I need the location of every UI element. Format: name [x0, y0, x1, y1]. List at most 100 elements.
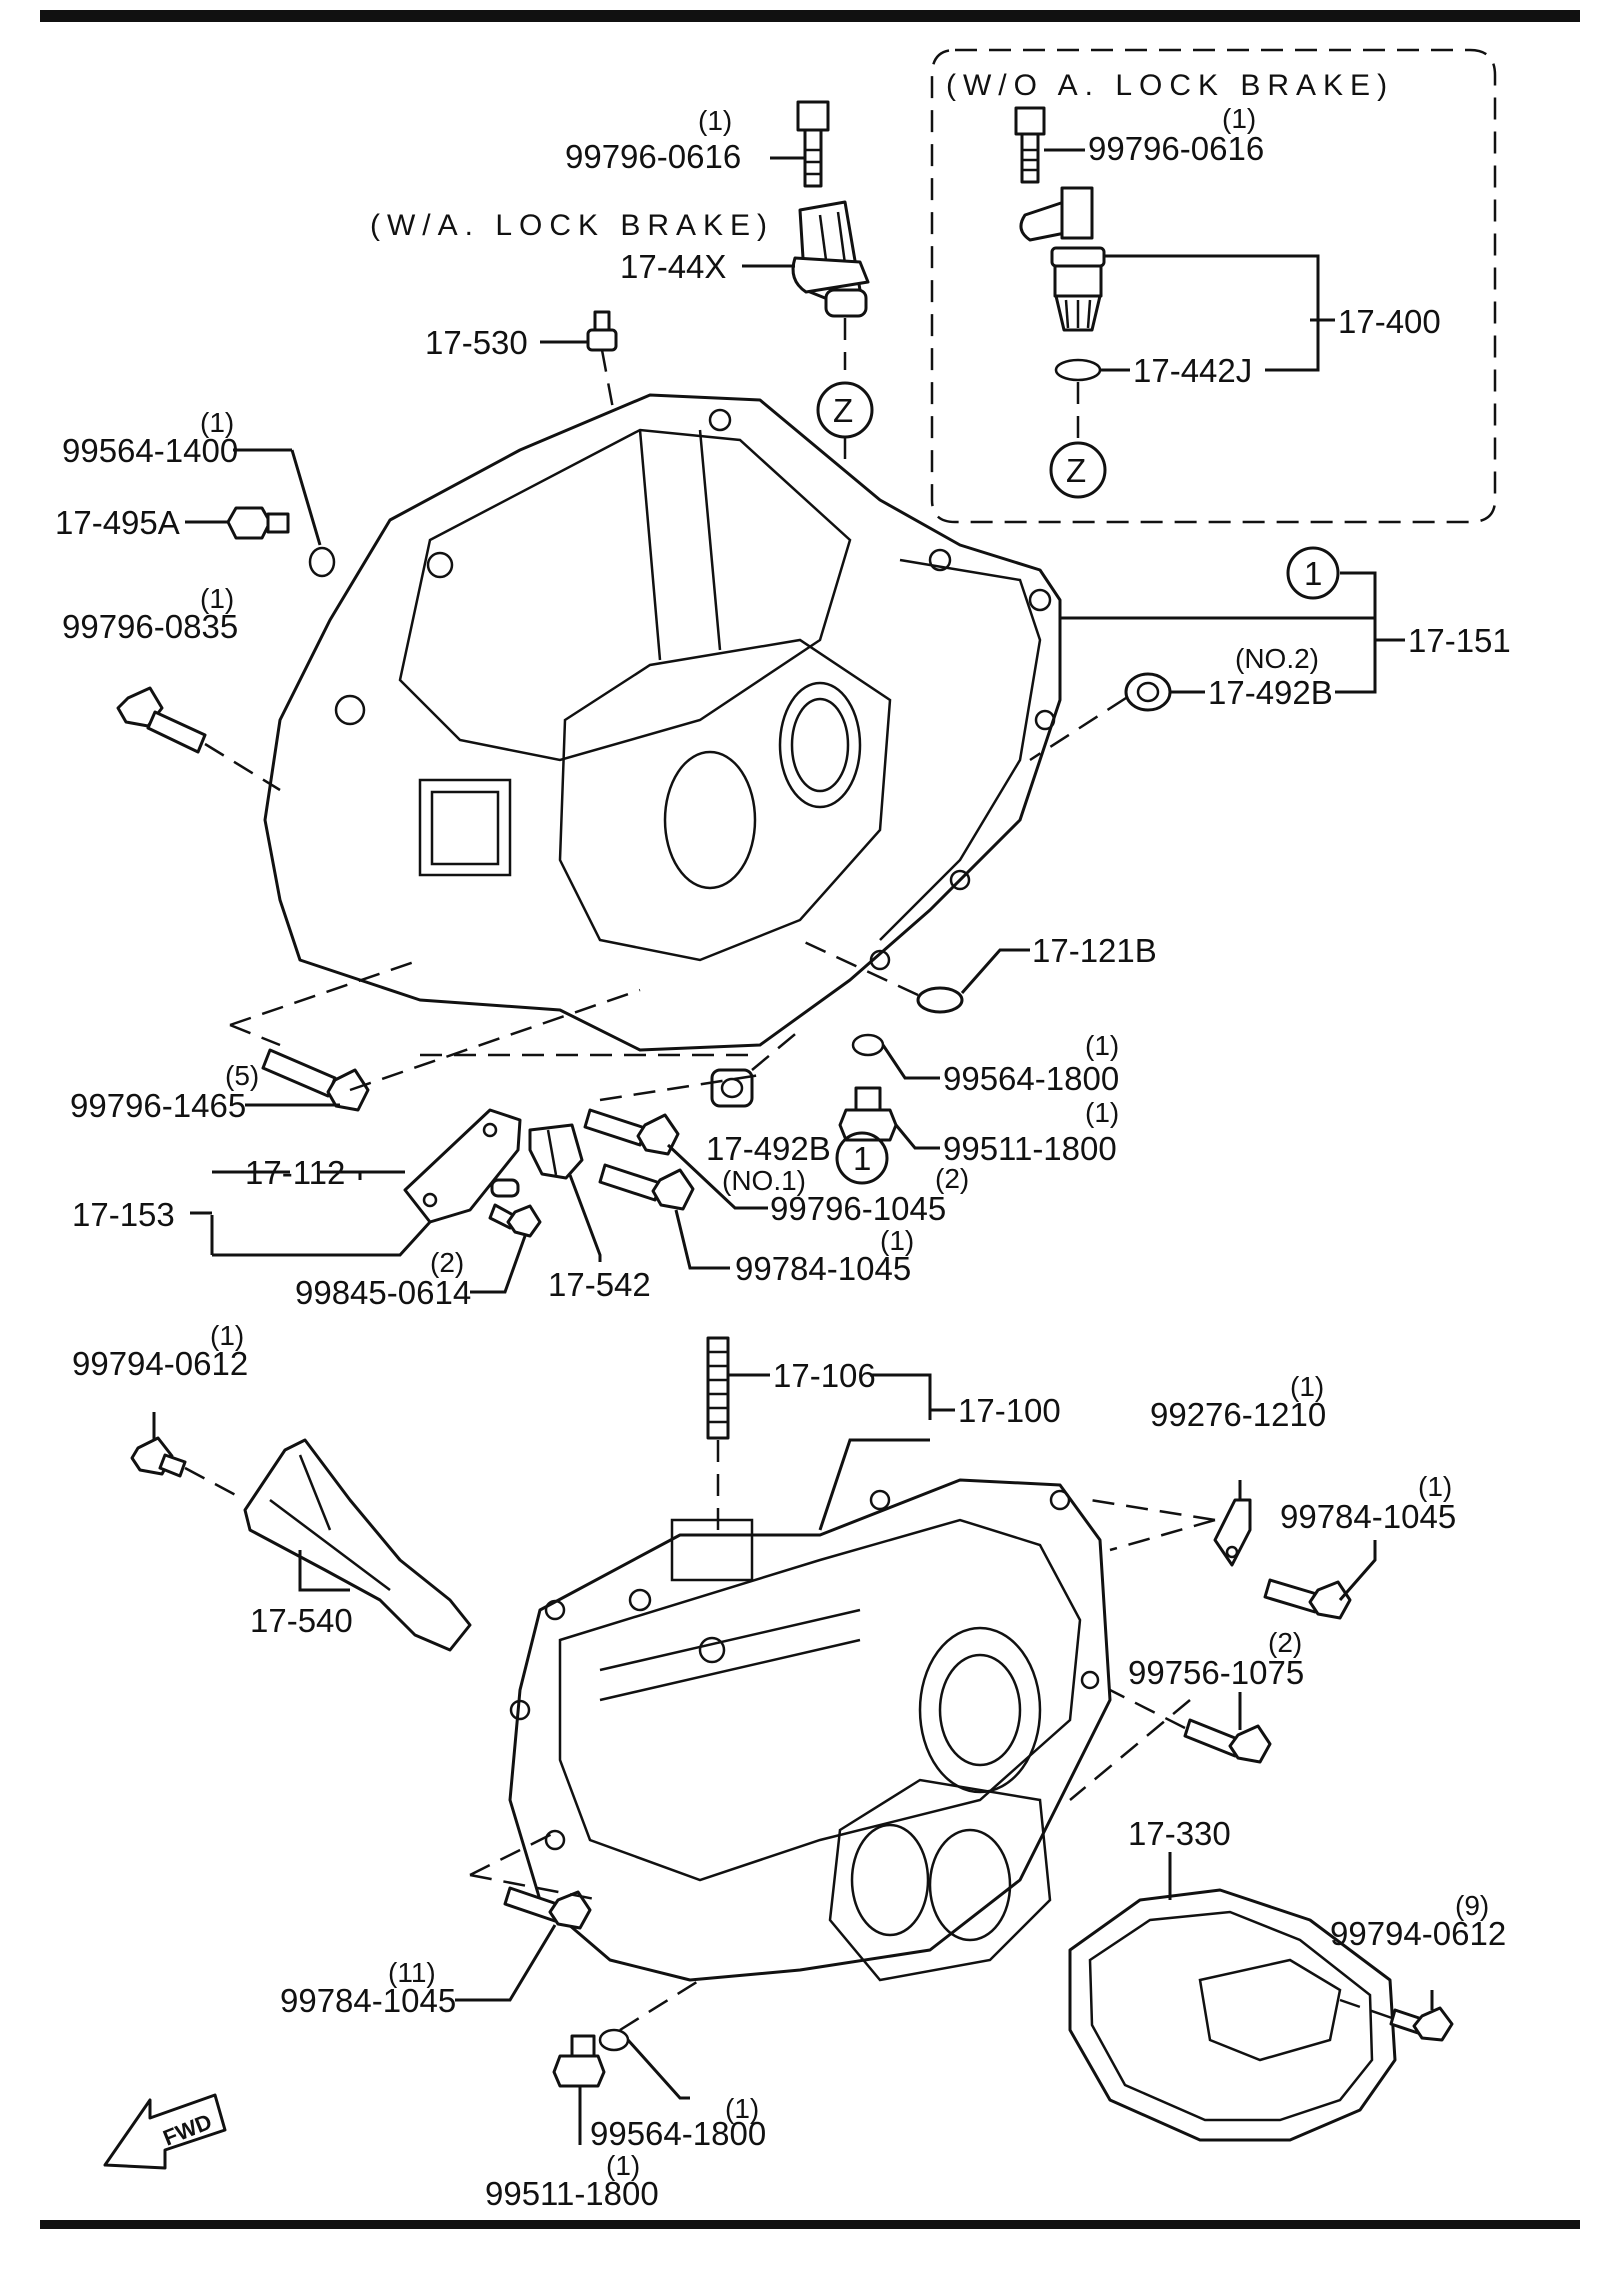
inset-bolt: [1014, 106, 1046, 184]
mid-bolt-1075: [1183, 1718, 1272, 1764]
cover-bolt: [1389, 2006, 1454, 2042]
case-plug-label: 99511-1800: [485, 2175, 659, 2212]
housing-ref-num: 1: [1304, 555, 1322, 592]
bottom-border: [40, 2220, 1580, 2229]
fwd-arrow-icon: FWD: [103, 2093, 227, 2170]
drain-plug-label: 99511-1800: [943, 1130, 1117, 1167]
housing-ref-circle: [1286, 546, 1340, 600]
top-sensor-label: 17-44X: [620, 248, 726, 285]
bracket-clip-label: 17-542: [548, 1266, 651, 1303]
seal-no2: [1124, 672, 1172, 712]
hook-qty: (1): [1290, 1371, 1324, 1402]
bracket-bolt2-qty: (1): [880, 1225, 914, 1256]
left-washer-qty: (1): [200, 407, 234, 438]
stud: [706, 1336, 730, 1440]
case-washer-label: 99564-1800: [590, 2115, 766, 2152]
left-bolt-qty: (1): [200, 583, 234, 614]
drain-washer-label: 99564-1800: [943, 1060, 1119, 1097]
shield-bolt: [130, 1436, 187, 1478]
case-bolt-1045: [503, 1886, 592, 1930]
case-washer-qty: (1): [725, 2093, 759, 2124]
case-bolt-label: 99784-1045: [280, 1982, 456, 2019]
shield-bolt-qty: (1): [210, 1320, 244, 1351]
drain-plug: [838, 1086, 898, 1142]
bracket-bolt-0614: [488, 1203, 542, 1238]
bracket-bolt-1045-b: [598, 1163, 695, 1211]
bracket-bolt1-label: 99796-1045: [770, 1190, 946, 1227]
transmission-case: [508, 1478, 1112, 1982]
left-plug: [226, 506, 290, 540]
bracket-clip: [528, 1123, 584, 1180]
top-sensor-group: (1) 99796-0616 (W/A. LOCK BRAKE) 17-44X …: [370, 100, 874, 661]
top-note: (W/A. LOCK BRAKE): [370, 209, 774, 242]
shield-label: 17-540: [250, 1602, 353, 1639]
drain-washer: [851, 1033, 885, 1057]
bracket-assy-label: 17-153: [72, 1196, 175, 1233]
inset-o-ring-label: 17-442J: [1133, 352, 1252, 389]
magnet: [916, 986, 964, 1014]
inset-ref-circle: [1049, 441, 1107, 499]
clutch-housing: [263, 393, 1062, 1052]
bracket-bolt3-qty: (2): [430, 1247, 464, 1278]
right-bolt-1045: [1263, 1578, 1352, 1620]
housing-lower-bolt: [261, 1048, 370, 1112]
mid-bolt-label: 99756-1075: [1128, 1654, 1304, 1691]
cover-bolt-qty: (9): [1455, 1890, 1489, 1921]
housing-assy-label: 17-151: [1408, 622, 1511, 659]
top-speed-sensor: [791, 200, 870, 318]
case-bolt-qty: (11): [388, 1957, 436, 1988]
left-washer-label: 99564-1400: [62, 432, 238, 469]
right-bolt-label: 99784-1045: [1280, 1498, 1456, 1535]
seal-no1-label: 17-492B: [706, 1130, 831, 1167]
seal-no1: [710, 1068, 754, 1108]
inset-sensor-assy: 17-400: [1338, 303, 1441, 340]
lower-bolt-label: 99796-1465: [70, 1087, 246, 1124]
hook-bracket: [1213, 1498, 1252, 1567]
top-bolt-qty: (1): [698, 105, 732, 136]
bracket-bolt-1045-a: [583, 1108, 680, 1156]
drain-ref-circle: [835, 1131, 889, 1185]
end-cover: [1068, 1888, 1397, 2142]
left-washer: [308, 546, 336, 578]
seal-no2-note: (NO.2): [1235, 643, 1319, 674]
breather-label: 17-530: [425, 324, 528, 361]
top-bolt-part: 99796-0616: [565, 138, 741, 175]
top-ref-letter: Z: [833, 392, 853, 429]
inset-bolt-part: 99796-0616: [1088, 130, 1264, 167]
inset-bolt-qty: (1): [1222, 103, 1256, 134]
mid-bolt-qty: (2): [1268, 1627, 1302, 1658]
shield-plate: [243, 1438, 472, 1652]
bracket-bolt2-label: 99784-1045: [735, 1250, 911, 1287]
right-bolt-qty: (1): [1418, 1471, 1452, 1502]
lower-bolt-qty: (5): [225, 1060, 259, 1091]
case-plug: [552, 2034, 606, 2088]
inset-box: (W/O A. LOCK BRAKE) (1) 99796-0616 17-40…: [930, 48, 1497, 524]
inset-ref-letter: Z: [1066, 452, 1086, 489]
seal-no2-label: 17-492B: [1208, 674, 1333, 711]
magnet-label: 17-121B: [1032, 932, 1157, 969]
shield-bolt-label: 99794-0612: [72, 1345, 248, 1382]
bracket-bolt1-qty: (2): [935, 1163, 969, 1194]
top-border: [40, 10, 1580, 22]
seal-no1-note: (NO.1): [722, 1165, 806, 1196]
left-bolt-label: 99796-0835: [62, 608, 238, 645]
top-bolt: [796, 100, 830, 188]
left-plug-label: 17-495A: [55, 504, 180, 541]
breather-vent: [586, 310, 618, 352]
bracket-plate: [403, 1108, 522, 1224]
hook-label: 99276-1210: [1150, 1396, 1326, 1433]
inset-note: (W/O A. LOCK BRAKE): [946, 69, 1394, 102]
left-bolt: [116, 686, 207, 754]
case-assy-label: 17-100: [958, 1392, 1061, 1429]
cover-bolt-label: 99794-0612: [1330, 1915, 1506, 1952]
inset-o-ring: [1054, 358, 1102, 382]
drain-ref-num: 1: [853, 1140, 871, 1177]
stud-label: 17-106: [773, 1357, 876, 1394]
drain-washer-qty: (1): [1085, 1030, 1119, 1061]
cover-label: 17-330: [1128, 1815, 1231, 1852]
case-plug-qty: (1): [606, 2150, 640, 2181]
case-washer: [598, 2028, 630, 2052]
bracket-bolt3-label: 99845-0614: [295, 1274, 471, 1311]
drain-plug-qty: (1): [1085, 1097, 1119, 1128]
